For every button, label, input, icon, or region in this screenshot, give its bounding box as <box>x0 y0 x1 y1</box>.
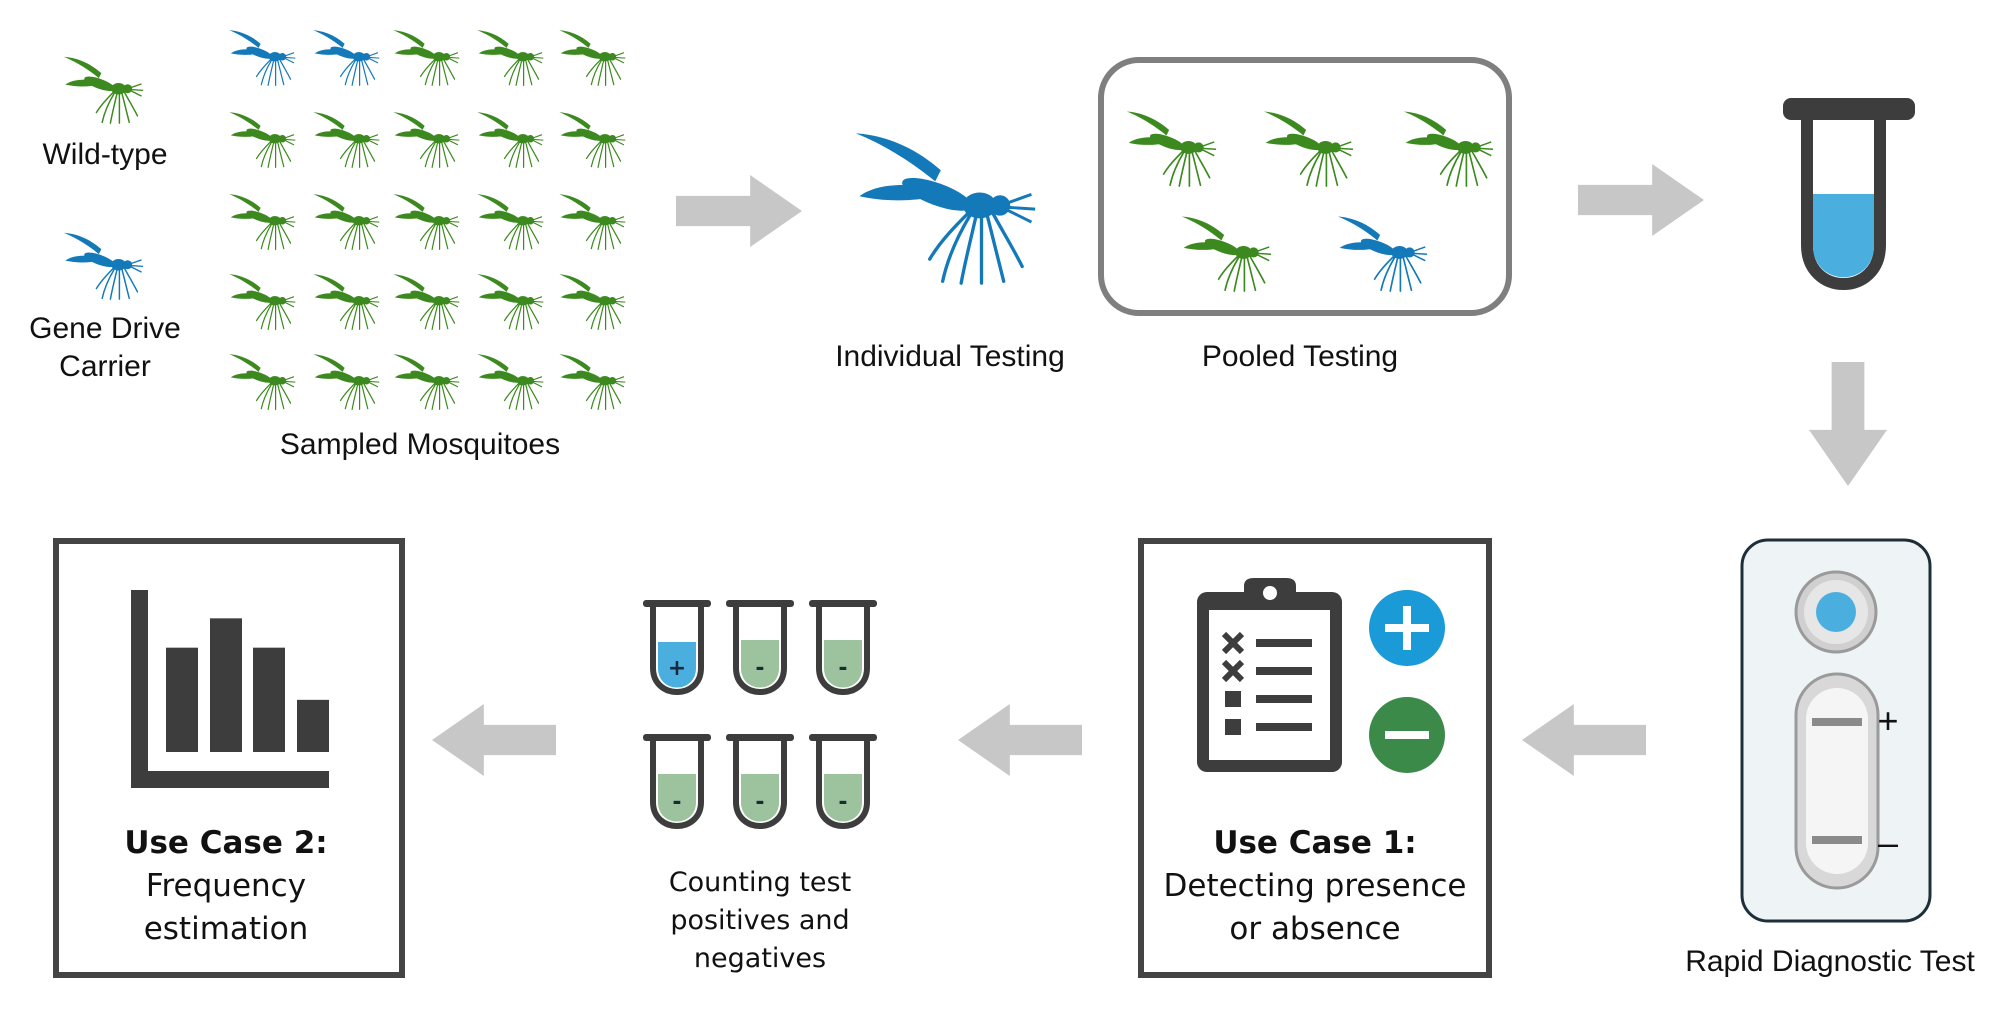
sample-mosquito-icon <box>558 273 626 330</box>
arrow-icon <box>958 704 1082 776</box>
sample-mosquito-icon <box>228 273 296 330</box>
rapid-test-icon <box>1740 538 1932 923</box>
counting-line1: Counting test <box>668 867 852 898</box>
counting-line2: positives and <box>670 905 850 936</box>
tube-sign: + <box>668 656 686 681</box>
use-case-2-line1: Frequency <box>145 868 307 904</box>
minus-icon <box>1369 697 1445 773</box>
strip-negative-mark: – <box>1877 822 1899 863</box>
sample-mosquito-icon <box>392 273 460 330</box>
sample-mosquito-icon <box>558 353 626 410</box>
tube-icon: - <box>643 734 711 829</box>
tube-sign: - <box>755 656 764 681</box>
tube-sign: - <box>838 656 847 681</box>
use-case-1-text: Use Case 1: Detecting presence or absenc… <box>1140 822 1490 951</box>
sample-mosquito-icon <box>312 353 380 410</box>
plus-icon <box>1369 590 1445 666</box>
sample-mosquito-icon <box>228 111 296 168</box>
pooled-mosquito-icon <box>1263 110 1354 187</box>
tube-sign: - <box>755 790 764 815</box>
sample-mosquito-icon <box>228 353 296 410</box>
tube-icon: - <box>809 734 877 829</box>
pooled-mosquito-icon <box>1403 110 1494 187</box>
sample-mosquito-icon <box>392 111 460 168</box>
sample-tube-icon <box>1783 98 1915 290</box>
sample-mosquito-icon <box>476 29 544 86</box>
counting-label: Counting test positives and negatives <box>600 864 920 978</box>
pooled-testing-label: Pooled Testing <box>1201 340 1399 373</box>
sample-mosquito-icon <box>392 29 460 86</box>
counting-line3: negatives <box>693 943 827 974</box>
sample-mosquito-icon <box>228 29 296 86</box>
legend-carrier-label: Carrier <box>59 350 151 383</box>
legend-carrier-mosquito-icon <box>62 232 144 300</box>
sample-mosquito-icon <box>476 353 544 410</box>
bar-chart-icon <box>131 590 329 788</box>
histogram-bar <box>210 618 242 752</box>
use-case-1-title: Use Case 1: <box>1213 825 1417 861</box>
arrow-icon <box>432 704 556 776</box>
arrow-icon <box>1809 362 1887 486</box>
use-case-1-line1: Detecting presence <box>1163 868 1467 904</box>
legend-wild-mosquito-icon <box>62 56 144 124</box>
tube-icon: - <box>726 734 794 829</box>
rapid-diagnostic-test-label: Rapid Diagnostic Test <box>1685 945 1975 978</box>
use-case-2-text: Use Case 2: Frequency estimation <box>56 822 396 951</box>
individual-testing-label: Individual Testing <box>835 340 1065 373</box>
sample-mosquito-icon <box>312 111 380 168</box>
strip-positive-mark: + <box>1877 700 1899 741</box>
use-case-2-title: Use Case 2: <box>124 825 328 861</box>
tube-sign: - <box>838 790 847 815</box>
pool-box <box>1098 57 1512 316</box>
tube-icon: - <box>809 600 877 695</box>
sample-mosquito-icon <box>392 353 460 410</box>
sample-mosquito-icon <box>558 111 626 168</box>
histogram-bar <box>253 647 285 752</box>
use-case-2-box <box>53 538 405 978</box>
arrow-icon <box>1578 164 1704 236</box>
use-case-2-line2: estimation <box>143 911 309 947</box>
individual-mosquito-icon <box>854 131 1037 285</box>
sample-mosquito-icon <box>228 193 296 250</box>
sample-mosquito-icon <box>312 193 380 250</box>
tube-icon: - <box>726 600 794 695</box>
arrow-icon <box>676 175 802 247</box>
sample-mosquito-icon <box>476 193 544 250</box>
pooled-mosquito-icon <box>1181 215 1272 292</box>
legend-wild-type-label: Wild-type <box>42 138 168 171</box>
tube-icon: + <box>643 600 711 695</box>
use-case-1-line2: or absence <box>1229 911 1401 947</box>
sample-mosquito-icon <box>476 273 544 330</box>
pooled-mosquito-icon <box>1126 110 1217 187</box>
arrow-icon <box>1522 704 1646 776</box>
histogram-bar <box>297 699 329 752</box>
sample-mosquito-icon <box>312 273 380 330</box>
sample-mosquito-icon <box>558 193 626 250</box>
pooled-mosquito-icon <box>1337 215 1428 292</box>
sample-mosquito-icon <box>312 29 380 86</box>
sample-mosquito-icon <box>392 193 460 250</box>
sample-mosquito-icon <box>476 111 544 168</box>
sample-mosquito-icon <box>558 29 626 86</box>
sampled-mosquitoes-label: Sampled Mosquitoes <box>279 428 561 461</box>
histogram-bar <box>166 647 198 752</box>
clipboard-icon <box>1197 578 1342 772</box>
legend-gene-drive-label: Gene Drive <box>29 312 181 345</box>
tube-sign: - <box>672 790 681 815</box>
